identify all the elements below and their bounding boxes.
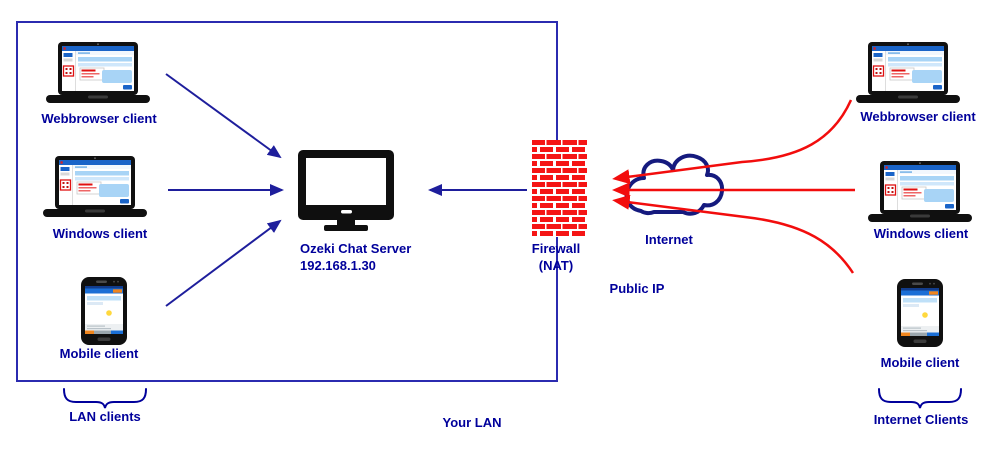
- label-lan-webbrowser-client: Webbrowser client: [41, 111, 157, 126]
- label-remote-mobile-client: Mobile client: [880, 355, 960, 370]
- label-firewall: Firewall: [531, 241, 581, 256]
- label-firewall-nat: (NAT): [538, 258, 574, 273]
- arrow-remote-webbrowser-to-firewall: [612, 99, 853, 185]
- arrow-remote-mobile-to-firewall: [612, 194, 855, 274]
- label-lan-mobile-client: Mobile client: [59, 346, 139, 361]
- internet-clients-brace: [878, 388, 962, 409]
- laptop-icon: [43, 156, 147, 218]
- smartphone-icon: [81, 277, 127, 345]
- label-remote-windows-client: Windows client: [873, 226, 969, 241]
- lan-connection-arrows: [165, 73, 527, 307]
- laptop-icon: [856, 42, 960, 104]
- monitor-icon: [298, 150, 394, 231]
- label-internet-clients-group: Internet Clients: [873, 412, 969, 427]
- label-lan-clients-group: LAN clients: [69, 409, 141, 424]
- lan-clients-brace: [63, 388, 147, 409]
- laptop-icon: [46, 42, 150, 104]
- brick-wall-icon: [532, 140, 587, 237]
- cloud-icon: [624, 153, 725, 216]
- internet-connection-arrows: [612, 99, 855, 274]
- label-public-ip: Public IP: [609, 281, 665, 296]
- label-your-lan: Your LAN: [442, 415, 502, 430]
- arrow-webbrowser-to-server: [165, 73, 282, 159]
- arrow-mobile-to-server: [165, 219, 282, 307]
- label-remote-webbrowser-client: Webbrowser client: [860, 109, 976, 124]
- smartphone-icon: [897, 279, 943, 347]
- label-lan-windows-client: Windows client: [52, 226, 148, 241]
- laptop-icon: [868, 161, 972, 223]
- label-server-name: Ozeki Chat Server: [300, 241, 412, 256]
- label-internet: Internet: [645, 232, 693, 247]
- label-server-ip: 192.168.1.30: [300, 258, 376, 273]
